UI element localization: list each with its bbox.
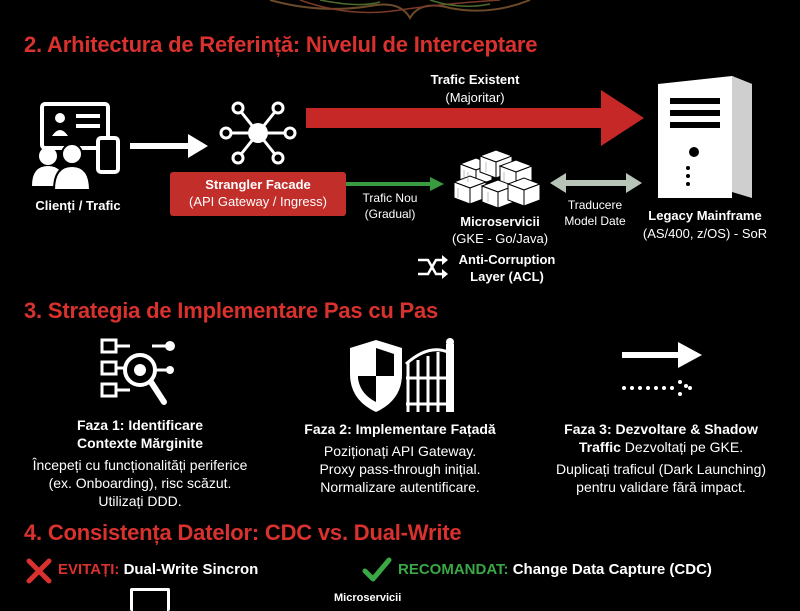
phase3-traffic-word: Traffic — [578, 439, 621, 455]
avoid-label: EVITAȚI: — [58, 561, 120, 578]
acl-line1: Anti-Corruption — [458, 252, 556, 267]
clients-label: Clienți / Trafic — [35, 198, 121, 213]
network-hub-icon — [219, 101, 297, 165]
mainframe-title: Legacy Mainframe — [648, 208, 762, 223]
clients-icon — [32, 102, 120, 191]
strangler-facade-box: Strangler Facade (API Gateway / Ingress) — [170, 172, 346, 216]
avoid-text: Dual-Write Sincron — [123, 561, 259, 578]
phase3-develop-text: Dezvoltați pe GKE. — [620, 439, 744, 455]
microservices-cubes-icon — [452, 149, 542, 209]
red-x-icon — [26, 558, 52, 584]
mainframe-subtitle: (AS/400, z/OS) - SoR — [642, 226, 768, 241]
phase2-body-line1: Poziționați API Gateway. — [323, 443, 477, 459]
microservices-title: Microservicii — [460, 214, 540, 229]
phase1-body-line2: (ex. Onboarding), risc scăzut. — [48, 475, 232, 491]
recommend-text: Change Data Capture (CDC) — [512, 561, 712, 578]
section-3-title: 3. Strategia de Implementare Pas cu Pas — [24, 298, 439, 323]
phase2-body-line3: Normalizare autentificare. — [320, 479, 480, 495]
phase3-title-line2: Traffic Dezvoltați pe GKE. — [546, 438, 776, 456]
new-traffic-line1: Trafic Nou — [362, 191, 418, 205]
acl-arrows-icon — [418, 255, 448, 279]
microservices-subtitle: (GKE - Go/Java) — [451, 231, 549, 246]
acl-line2: Layer (ACL) — [470, 269, 544, 284]
facade-subtitle: (API Gateway / Ingress) — [189, 194, 327, 209]
mainframe-server-icon — [658, 76, 752, 198]
existing-traffic-subtitle: (Majoritar) — [445, 90, 505, 105]
phase2-body-line2: Proxy pass-through inițial. — [319, 461, 481, 477]
recommend-row: RECOMANDAT: Change Data Capture (CDC) — [398, 561, 712, 578]
existing-traffic-title: Trafic Existent — [430, 72, 520, 87]
translation-double-arrow — [550, 173, 642, 193]
arrow-clients-to-facade — [130, 134, 208, 158]
avoid-row: EVITAȚI: Dual-Write Sincron — [58, 561, 258, 578]
existing-traffic-arrow — [306, 90, 644, 146]
new-traffic-arrow — [346, 177, 444, 191]
translation-line2: Model Date — [564, 214, 626, 228]
phase3-title-line1: Faza 3: Dezvoltare & Shadow — [564, 421, 758, 437]
shadow-traffic-arrows-icon — [622, 342, 702, 396]
roots-decoration — [269, 0, 531, 21]
phase1-body-line3: Utilizați DDD. — [98, 493, 182, 509]
shield-gate-icon — [350, 338, 454, 412]
new-traffic-line2: (Gradual) — [364, 207, 416, 221]
bottom-partial-label: Microservicii — [334, 592, 402, 604]
green-check-icon — [362, 557, 392, 582]
phase3-body-line1: Duplicați traficul (Dark Launching) — [555, 461, 767, 477]
phase1-title-line2: Contexte Mărginite — [76, 435, 203, 451]
phase1-title-line1: Faza 1: Identificare — [76, 417, 204, 433]
section-2-title: 2. Arhitectura de Referință: Nivelul de … — [24, 32, 538, 57]
bounded-context-search-icon — [100, 338, 175, 405]
facade-title: Strangler Facade — [205, 177, 311, 192]
translation-line1: Traducere — [567, 198, 623, 212]
phase3-body-line2: pentru validare fără impact. — [576, 479, 746, 495]
phase2-title: Faza 2: Implementare Fațadă — [304, 421, 496, 437]
phase1-body-line1: Începeți cu funcționalități periferice — [32, 457, 248, 473]
section-4-title: 4. Consistența Datelor: CDC vs. Dual-Wri… — [24, 520, 462, 545]
recommend-label: RECOMANDAT: — [398, 561, 509, 578]
